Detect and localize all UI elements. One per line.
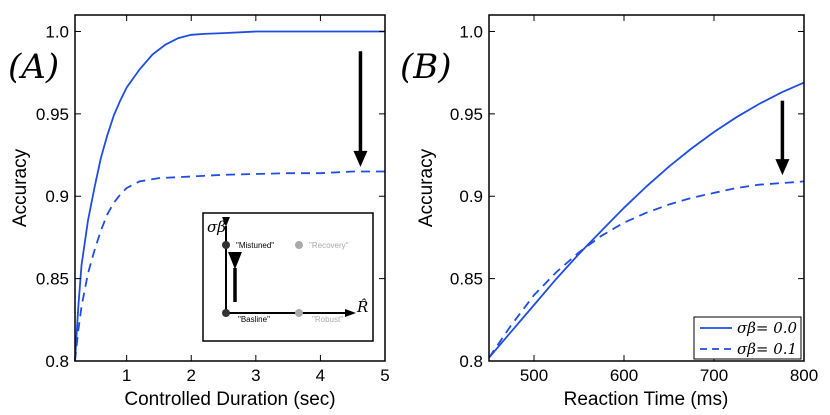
inset-point-robust bbox=[295, 309, 303, 317]
inset-label-baseline: "Basline" bbox=[238, 315, 270, 324]
legend-frame bbox=[693, 316, 802, 360]
panel-a-ytick-label: 0.95 bbox=[36, 105, 69, 124]
panel-b-series-dashed-line bbox=[488, 180, 805, 359]
panel-b-frame bbox=[488, 14, 805, 362]
panel-a-series-solid-line bbox=[74, 30, 385, 362]
panel-a-label: (A) bbox=[8, 47, 59, 87]
inset-x-axis-arrowhead bbox=[345, 309, 356, 317]
panel-b-series-solid-line bbox=[488, 81, 805, 359]
panel-a-xtick-label: 4 bbox=[316, 366, 325, 385]
panel-a-ytick-label: 1.0 bbox=[45, 22, 69, 41]
panel-b-xtick-label: 600 bbox=[610, 366, 638, 385]
inset-label-robust: "Robust" bbox=[312, 315, 343, 324]
panel-a-series-group bbox=[74, 30, 385, 362]
panel-b-xlabel: Reaction Time (ms) bbox=[564, 389, 729, 410]
panel-a-ytick-label: 0.85 bbox=[36, 270, 69, 289]
panel-b-arrow-head bbox=[775, 159, 790, 176]
panel-a-inset: σβ R̂ "Mistuned" "Recovery" "Basline" "R… bbox=[202, 212, 374, 342]
inset-label-mistuned: "Mistuned" bbox=[236, 241, 274, 250]
panel-a-xlabel: Controlled Duration (sec) bbox=[124, 389, 335, 410]
panel-b-ytick-label: 0.85 bbox=[450, 270, 483, 289]
panel-b-ytick-label: 0.95 bbox=[450, 105, 483, 124]
panel-b: 500 600 700 800 0.8 0.85 0.9 0.95 1.0 (B) Reacti… bbox=[400, 14, 818, 410]
panel-a-ytick-label: 0.9 bbox=[45, 187, 69, 206]
panel-b-ytick-label: 1.0 bbox=[459, 22, 483, 41]
panel-b-ticks: 500 600 700 800 0.8 0.85 0.9 0.95 1.0 bbox=[450, 15, 818, 385]
inset-point-recovery bbox=[295, 241, 303, 249]
inset-ylabel: σβ bbox=[207, 218, 226, 236]
panel-a-ticks: 1 2 3 4 5 0.8 0.85 0.9 0.95 1.0 bbox=[36, 15, 390, 385]
panel-b-legend: σβ= 0.0 σβ= 0.1 bbox=[693, 316, 802, 360]
panel-b-ylabel: Accuracy bbox=[416, 148, 437, 227]
inset-xlabel: R̂ bbox=[356, 298, 368, 316]
panel-b-xtick-label: 700 bbox=[700, 366, 728, 385]
inset-point-mistuned bbox=[222, 241, 230, 249]
inset-point-baseline bbox=[222, 309, 230, 317]
legend-label-dashed: σβ= 0.1 bbox=[737, 340, 797, 358]
legend-label-solid: σβ= 0.0 bbox=[737, 319, 798, 337]
panel-b-xtick-label: 800 bbox=[790, 366, 818, 385]
panel-a-ytick-label: 0.8 bbox=[45, 352, 69, 371]
panel-b-ytick-label: 0.9 bbox=[459, 187, 483, 206]
panel-a-arrow-head bbox=[353, 150, 368, 167]
panel-a-xtick-label: 2 bbox=[187, 366, 196, 385]
panel-b-series-group bbox=[488, 81, 805, 359]
panel-a-xtick-label: 3 bbox=[251, 366, 260, 385]
inset-label-recovery: "Recovery" bbox=[309, 241, 349, 250]
inset-frame bbox=[202, 212, 374, 342]
panel-a-xtick-label: 1 bbox=[122, 366, 131, 385]
panel-b-xtick-label: 500 bbox=[520, 366, 548, 385]
panel-a-series-dashed-line bbox=[74, 170, 385, 362]
panel-a-xtick-label: 5 bbox=[380, 366, 389, 385]
panel-b-label: (B) bbox=[400, 47, 452, 87]
panel-a-ylabel: Accuracy bbox=[10, 148, 31, 227]
panel-a-frame bbox=[74, 14, 386, 362]
panel-a: 1 2 3 4 5 0.8 0.85 0.9 0.95 1.0 (A) Controlled Du… bbox=[8, 14, 390, 410]
panel-b-ytick-label: 0.8 bbox=[459, 352, 483, 371]
